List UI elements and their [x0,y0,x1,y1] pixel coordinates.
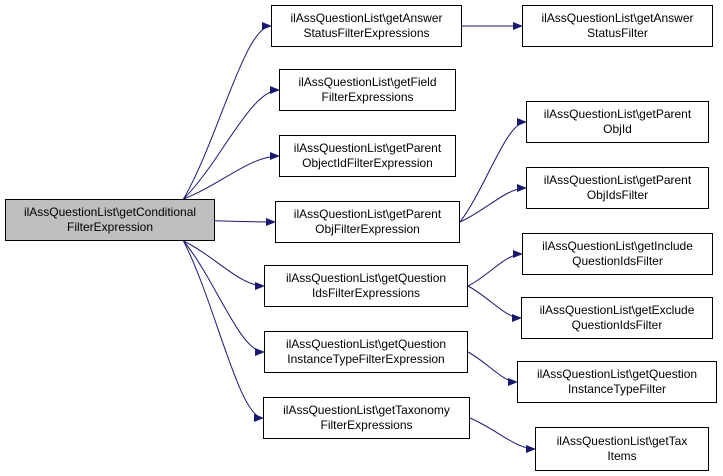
node-line-1: ilAssQuestionList\getExclude [539,303,695,317]
edge-n13-to-n14 [469,417,536,453]
node-get-tax-items[interactable]: ilAssQuestionList\getTax Items [535,427,709,471]
node-line-2: IdsFilterExpressions [311,286,421,300]
edge-n5-to-n7 [459,184,527,223]
node-get-question-ids-filter-expressions[interactable]: ilAssQuestionList\getQuestion IdsFilterE… [264,265,468,307]
node-get-parent-object-id-filter-expression[interactable]: ilAssQuestionList\getParent ObjectIdFilt… [279,135,456,177]
node-line-1: ilAssQuestionList\getParent [543,173,692,187]
edge-root-to-n3 [183,86,280,200]
edge-root-to-n13 [183,240,264,422]
node-get-taxonomy-filter-expressions[interactable]: ilAssQuestionList\getTaxonomy FilterExpr… [263,397,470,439]
node-line-2: StatusFilter [587,26,648,40]
node-line-2: ObjectIdFilterExpression [302,156,433,170]
node-get-answer-status-filter[interactable]: ilAssQuestionList\getAnswer StatusFilter [522,5,713,47]
edge-n5-to-n6 [459,118,527,223]
node-line-1: ilAssQuestionList\getParent [293,141,442,155]
node-get-answer-status-filter-expressions[interactable]: ilAssQuestionList\getAnswer StatusFilter… [271,5,462,47]
node-line-1: ilAssQuestionList\getField [298,75,437,89]
node-line-2: QuestionIdsFilter [572,254,663,268]
node-line-2: InstanceTypeFilterExpression [287,352,445,366]
node-line-2: FilterExpressions [321,90,414,104]
node-get-include-question-ids-filter[interactable]: ilAssQuestionList\getInclude QuestionIds… [522,233,713,275]
node-line-1: ilAssQuestionList\getQuestion [285,337,447,351]
node-line-1: ilAssQuestionList\getTax [556,434,688,448]
node-get-question-instance-type-filter[interactable]: ilAssQuestionList\getQuestion InstanceTy… [517,361,717,403]
node-line-2: ObjId [603,122,632,136]
node-get-field-filter-expressions[interactable]: ilAssQuestionList\getField FilterExpress… [279,69,456,111]
node-line-1: ilAssQuestionList\getParent [543,107,692,121]
node-line-1: ilAssQuestionList\getQuestion [536,367,698,381]
node-line-2: QuestionIdsFilter [571,318,663,332]
node-get-exclude-question-ids-filter[interactable]: ilAssQuestionList\getExclude QuestionIds… [521,297,713,339]
node-get-parent-obj-id[interactable]: ilAssQuestionList\getParent ObjId [526,101,709,143]
node-get-parent-obj-ids-filter[interactable]: ilAssQuestionList\getParent ObjIdsFilter [526,167,709,209]
node-line-1: ilAssQuestionList\getAnswer [541,11,694,25]
edge-n8-to-n10 [467,285,522,322]
node-line-2: ObjIdsFilter [586,188,649,202]
node-line-1: ilAssQuestionList\getConditional [23,205,197,219]
node-get-parent-obj-filter-expression[interactable]: ilAssQuestionList\getParent ObjFilterExp… [275,201,460,243]
node-line-1: ilAssQuestionList\getInclude [542,239,693,253]
node-line-2: FilterExpressions [320,418,413,432]
node-line-1: ilAssQuestionList\getAnswer [290,11,443,25]
node-line-1: ilAssQuestionList\getTaxonomy [283,403,450,417]
node-line-2: Items [607,449,637,463]
node-line-2: StatusFilterExpressions [303,26,430,40]
node-get-conditional-filter-expression[interactable]: ilAssQuestionList\getConditional FilterE… [5,199,215,241]
edge-root-to-n1 [183,22,272,200]
edge-root-to-n4 [183,152,280,200]
node-line-2: InstanceTypeFilter [567,382,667,396]
node-line-1: ilAssQuestionList\getParent [293,207,442,221]
edge-root-to-n11 [183,240,265,356]
node-line-2: FilterExpression [66,220,154,234]
node-get-question-instance-type-filter-expression[interactable]: ilAssQuestionList\getQuestion InstanceTy… [264,331,468,373]
edge-n11-to-n12 [467,351,518,386]
edge-n8-to-n9 [467,250,523,287]
node-line-2: ObjFilterExpression [315,222,420,236]
node-line-1: ilAssQuestionList\getQuestion [285,271,447,285]
edge-root-to-n8 [183,240,265,290]
